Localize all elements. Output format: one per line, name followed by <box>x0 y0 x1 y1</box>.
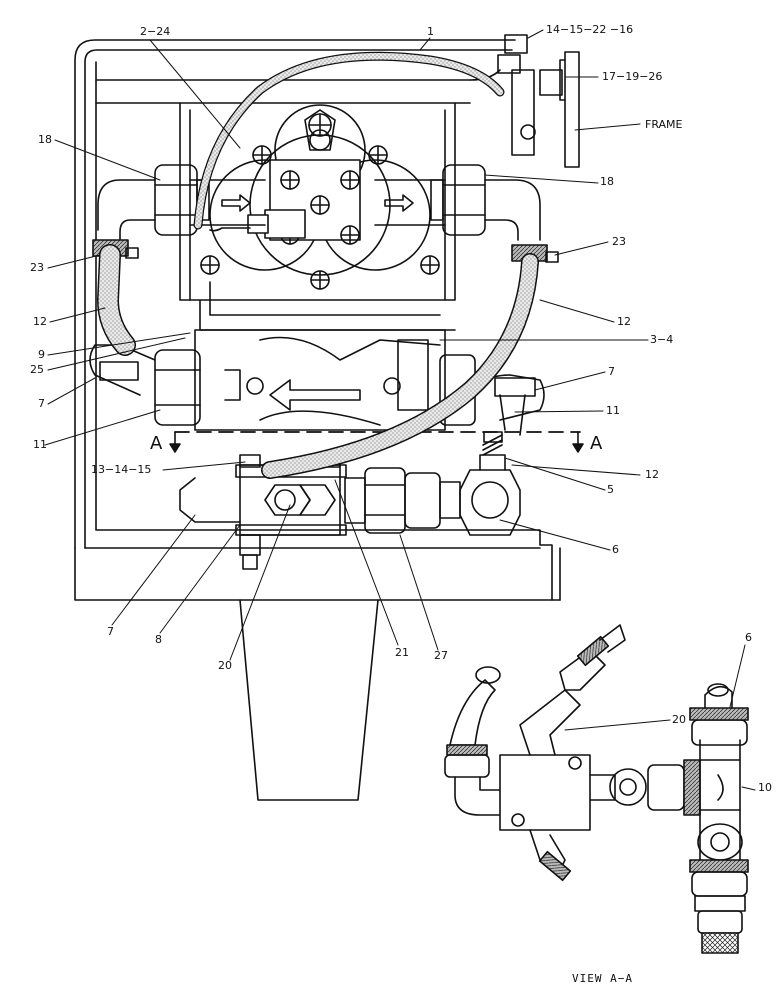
callout-9: 9 <box>38 348 45 361</box>
callout-14-15-22-16: 14−15−22 −16 <box>546 23 634 36</box>
callout-frame: FRAME <box>645 118 683 131</box>
callout-6-view: 6 <box>745 631 752 644</box>
pump-body <box>180 103 455 330</box>
callout-8: 8 <box>155 633 162 646</box>
callout-20: 20 <box>218 659 232 672</box>
callout-21: 21 <box>395 646 409 659</box>
callout-10-view: 10 <box>758 781 772 794</box>
callout-18-right: 18 <box>600 175 614 188</box>
left-lower-fitting <box>90 345 200 425</box>
view-a-a-title: VIEW A−A <box>572 972 633 985</box>
right-elbow-fitting <box>431 165 540 240</box>
section-mark-right: A <box>590 433 603 454</box>
callout-7-right: 7 <box>608 365 615 378</box>
section-mark-left: A <box>150 433 163 454</box>
callout-11-right: 11 <box>606 404 620 417</box>
lower-manifold <box>180 432 520 569</box>
callout-1: 1 <box>427 25 434 38</box>
callout-5: 5 <box>607 483 614 496</box>
callout-3-4: 3−4 <box>650 333 674 346</box>
callout-12-right: 12 <box>617 315 631 328</box>
view-a-a <box>445 625 755 953</box>
left-elbow-fitting <box>98 165 209 240</box>
valve-block <box>195 330 445 430</box>
callout-12-lower: 12 <box>645 468 659 481</box>
callout-23-right: 23 <box>612 235 626 248</box>
callout-20-view: 20 <box>672 713 686 726</box>
callout-17-19-26: 17−19−26 <box>602 70 663 83</box>
callout-27: 27 <box>434 649 448 662</box>
callout-2-24: 2−24 <box>140 25 171 38</box>
callout-18-left: 18 <box>38 133 52 146</box>
callout-7-bottom: 7 <box>107 625 114 638</box>
frame-bracket <box>470 35 579 167</box>
callout-6: 6 <box>612 543 619 556</box>
section-line-a-a <box>170 432 583 452</box>
hose-clamp-right <box>512 245 558 262</box>
callout-13-14-15: 13−14−15 <box>91 463 152 476</box>
callout-7-left: 7 <box>38 397 45 410</box>
leader-lines <box>45 30 648 660</box>
callout-12-left: 12 <box>33 315 47 328</box>
callout-25: 25 <box>30 363 44 376</box>
callout-23-left: 23 <box>30 261 44 274</box>
callout-11-left: 11 <box>33 438 47 451</box>
